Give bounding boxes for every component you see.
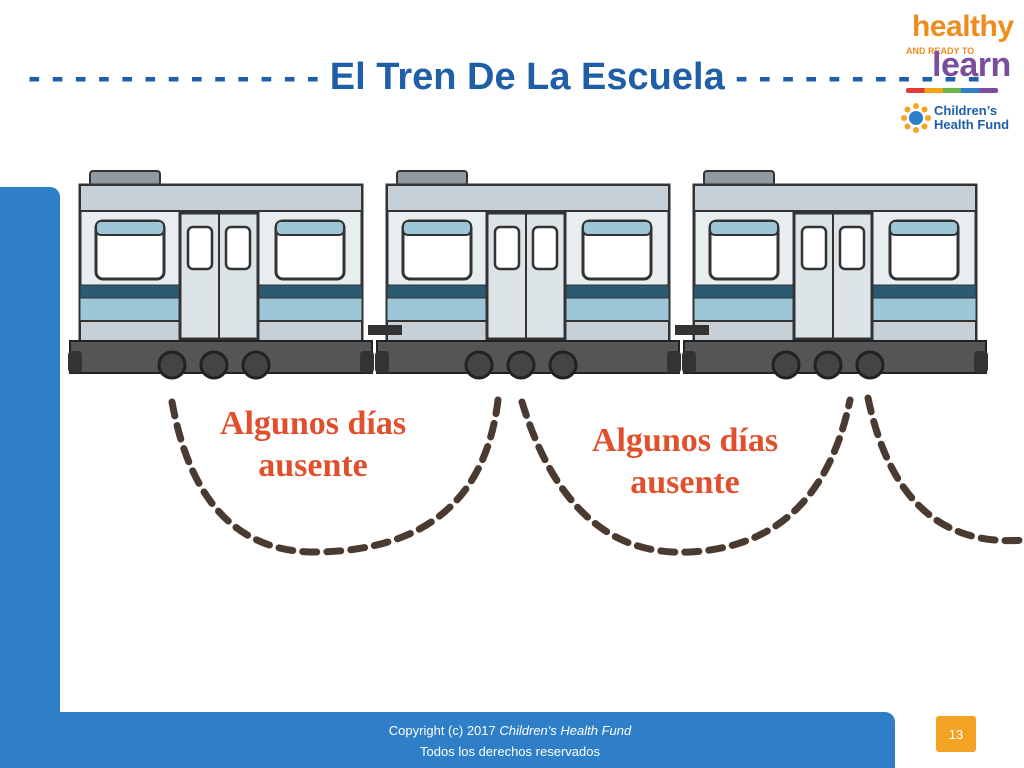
absence-label-2: Algunos días ausente <box>591 422 779 501</box>
school-train-illustration <box>66 169 990 380</box>
copyright-prefix: Copyright (c) 2017 <box>388 723 500 738</box>
logo-healthy-text: healthy <box>912 10 1014 43</box>
childrens-health-fund-icon <box>901 103 931 133</box>
train-car-2 <box>373 169 683 380</box>
dashed-arc-3 <box>864 394 1024 545</box>
logo-chf-line1: Children’s <box>934 103 998 118</box>
logo-chf-line2: Health Fund <box>934 117 1010 132</box>
logo-ready-text: AND READY TO <box>906 46 975 56</box>
slide-title: - - - - - - - - - - - - - El Tren De La … <box>28 56 981 98</box>
healthy-ready-to-learn-logo: healthy AND READY TO learn Children’s He… <box>898 6 1018 136</box>
logo-pencil-stripe <box>906 88 998 93</box>
dashed-absence-arcs <box>168 394 1024 556</box>
footer-bar <box>0 712 895 768</box>
page-number-badge: 13 <box>936 716 976 752</box>
train-car-3 <box>680 169 990 380</box>
copyright-notice: Copyright (c) 2017 Children's Health Fun… <box>300 720 720 762</box>
logo-learn-text: learn <box>932 46 1011 84</box>
logo-chf-text: Children’s Health Fund <box>934 104 1018 132</box>
dashed-arc-1 <box>168 396 502 556</box>
absence-label-1: Algunos días ausente <box>219 405 407 484</box>
train-car-1 <box>66 169 376 380</box>
copyright-org: Children's Health Fund <box>499 723 632 738</box>
dashed-arc-2 <box>518 396 854 556</box>
side-accent-bar <box>0 187 60 768</box>
coupler-2 <box>675 325 709 335</box>
rights-line: Todos los derechos reservados <box>420 744 600 759</box>
coupler-1 <box>368 325 402 335</box>
copyright-line: Copyright (c) 2017 Children's Health Fun… <box>300 720 720 741</box>
